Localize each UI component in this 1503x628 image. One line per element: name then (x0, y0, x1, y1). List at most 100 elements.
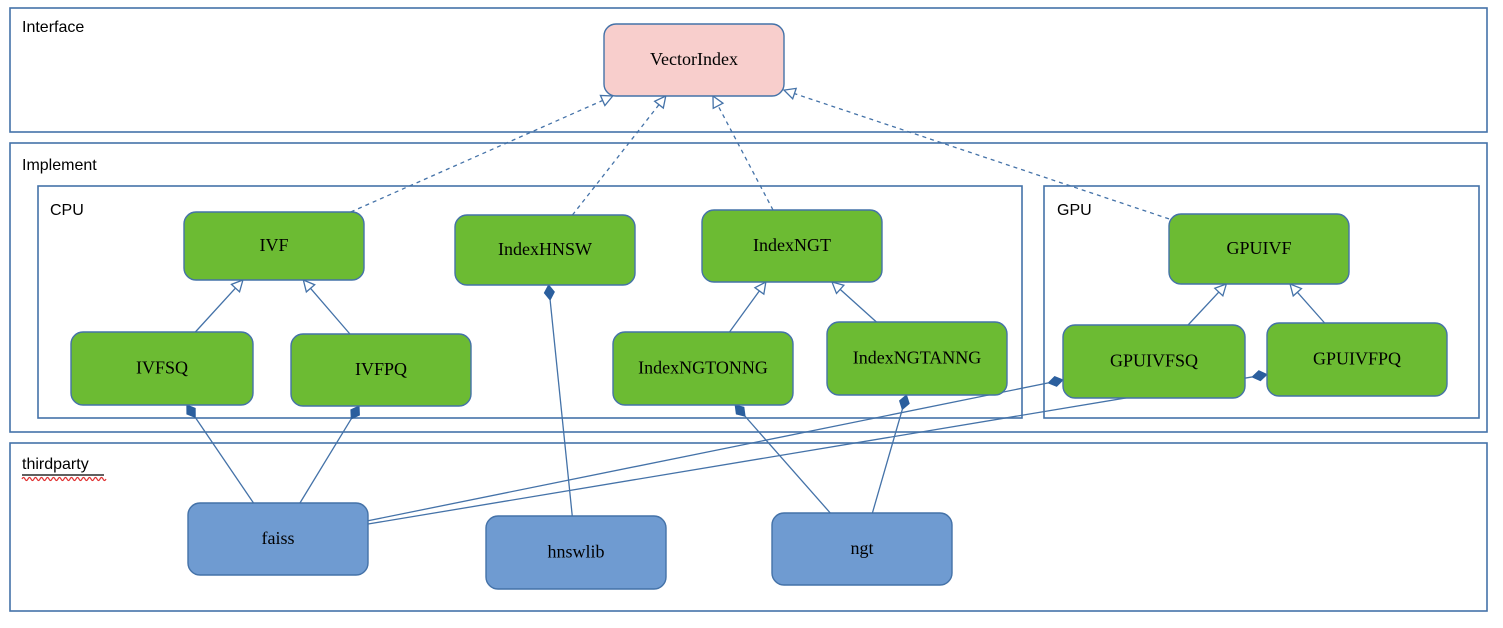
edge-gpuivf-vectorindex (782, 87, 1170, 220)
node-indexngtanng[interactable]: IndexNGTANNG (826, 321, 1008, 396)
edge-hnswlib-indexhnsw (543, 284, 573, 517)
group-frame-cpu (37, 185, 1023, 419)
node-box-indexngtanng[interactable] (826, 321, 1008, 396)
group-label-text-interface: Interface (22, 19, 84, 36)
node-box-faiss[interactable] (187, 502, 369, 576)
node-indexhnsw[interactable]: IndexHNSW (454, 214, 636, 286)
node-gpuivfpq[interactable]: GPUIVFPQ (1266, 322, 1448, 397)
edge-line-ivfpq-ivf (310, 287, 351, 335)
edge-indexngt-vectorindex (712, 94, 774, 211)
edge-line-gpuivf-vectorindex (794, 92, 1170, 220)
node-label-gpuivf: GPUIVF (1226, 238, 1291, 258)
node-faiss[interactable]: faiss (187, 502, 369, 576)
node-indexngtonng[interactable]: IndexNGTONNG (612, 331, 794, 406)
edge-line-ngt-indexngtonng (744, 415, 831, 514)
group-label-interface: Interface (22, 19, 84, 36)
inheritance-arrowhead (302, 278, 316, 294)
group-frame-gpu (1043, 185, 1480, 419)
edge-ivfsq-ivf (194, 278, 244, 333)
node-box-indexngt[interactable] (701, 209, 883, 283)
edge-line-indexngtonng-indexngt (728, 290, 760, 333)
group-label-text-implement: Implement (22, 157, 97, 174)
edge-line-ivfsq-ivf (194, 287, 236, 333)
node-label-vectorindex: VectorIndex (650, 49, 738, 69)
group-label-text-cpu: CPU (50, 202, 84, 219)
group-label-gpu: GPU (1057, 202, 1092, 219)
edge-ivfpq-ivf (302, 278, 351, 335)
node-box-gpuivfsq[interactable] (1062, 324, 1246, 399)
node-box-gpuivf[interactable] (1168, 213, 1350, 285)
node-label-ivfpq: IVFPQ (355, 359, 407, 379)
edge-gpuivfpq-gpuivf (1289, 282, 1326, 324)
edge-line-faiss-gpuivfpq (367, 376, 1253, 525)
node-label-indexngt: IndexNGT (753, 235, 831, 255)
node-box-ivfsq[interactable] (70, 331, 254, 406)
edge-line-faiss-ivfsq (194, 417, 255, 504)
edge-line-gpuivfsq-gpuivf (1187, 291, 1220, 326)
edge-indexhnsw-vectorindex (571, 94, 667, 216)
aggregation-diamond (734, 404, 746, 417)
edge-line-faiss-gpuivfsq (367, 382, 1049, 522)
node-gpuivfsq[interactable]: GPUIVFSQ (1062, 324, 1246, 399)
node-hnswlib[interactable]: hnswlib (485, 515, 667, 590)
edge-faiss-gpuivfsq (367, 375, 1064, 522)
inheritance-arrowhead (712, 94, 725, 110)
node-label-faiss: faiss (262, 528, 295, 548)
edge-faiss-gpuivfpq (367, 370, 1268, 525)
group-frame-thirdparty (9, 442, 1488, 612)
edge-indexngtonng-indexngt (728, 280, 767, 333)
inheritance-arrowhead (599, 94, 615, 107)
node-vectorindex[interactable]: VectorIndex (603, 23, 785, 97)
edge-line-indexngt-vectorindex (717, 105, 774, 211)
edge-line-faiss-ivfpq (299, 418, 352, 504)
edge-faiss-ivfpq (299, 405, 360, 504)
node-label-gpuivfpq: GPUIVFPQ (1313, 349, 1401, 369)
node-ivf[interactable]: IVF (183, 211, 365, 281)
aggregation-diamond (543, 284, 555, 301)
group-label-text-thirdparty: thirdparty (22, 456, 89, 473)
node-label-indexhnsw: IndexHNSW (498, 239, 592, 259)
node-box-vectorindex[interactable] (603, 23, 785, 97)
node-box-gpuivfpq[interactable] (1266, 322, 1448, 397)
edge-line-indexngtanng-indexngt (839, 288, 877, 323)
aggregation-diamond (1251, 370, 1268, 382)
spellcheck-squiggle (21, 476, 107, 482)
aggregation-diamond (350, 405, 360, 420)
node-ngt[interactable]: ngt (771, 512, 953, 586)
edge-line-ngt-indexngtanng (871, 409, 903, 514)
node-box-ngt[interactable] (771, 512, 953, 586)
node-indexngt[interactable]: IndexNGT (701, 209, 883, 283)
node-box-ivfpq[interactable] (290, 333, 472, 407)
node-label-hnswlib: hnswlib (547, 542, 604, 562)
inheritance-arrowhead (782, 87, 798, 101)
node-gpuivf[interactable]: GPUIVF (1168, 213, 1350, 285)
aggregation-diamond (899, 394, 910, 411)
edge-gpuivfsq-gpuivf (1187, 282, 1228, 326)
group-label-text-gpu: GPU (1057, 202, 1092, 219)
edge-line-indexhnsw-vectorindex (571, 104, 660, 216)
node-box-indexngtonng[interactable] (612, 331, 794, 406)
group-frame-implement (9, 142, 1488, 433)
node-label-indexngtanng: IndexNGTANNG (853, 348, 982, 368)
edge-indexngtanng-indexngt (830, 281, 877, 323)
edge-ngt-indexngtanng (871, 394, 910, 514)
node-ivfpq[interactable]: IVFPQ (290, 333, 472, 407)
node-box-hnswlib[interactable] (485, 515, 667, 590)
edge-faiss-ivfsq (186, 404, 255, 504)
node-ivfsq[interactable]: IVFSQ (70, 331, 254, 406)
edge-ivf-vectorindex (350, 94, 615, 213)
node-box-ivf[interactable] (183, 211, 365, 281)
edge-line-hnswlib-indexhnsw (549, 299, 573, 517)
group-label-cpu: CPU (50, 202, 84, 219)
group-frame-interface (9, 7, 1488, 133)
aggregation-diamond (186, 404, 196, 419)
group-frames-layer (9, 7, 1488, 612)
node-label-indexngtonng: IndexNGTONNG (638, 358, 768, 378)
edges-layer (186, 87, 1326, 525)
node-label-ivfsq: IVFSQ (136, 358, 188, 378)
group-label-implement: Implement (22, 157, 97, 174)
node-box-indexhnsw[interactable] (454, 214, 636, 286)
